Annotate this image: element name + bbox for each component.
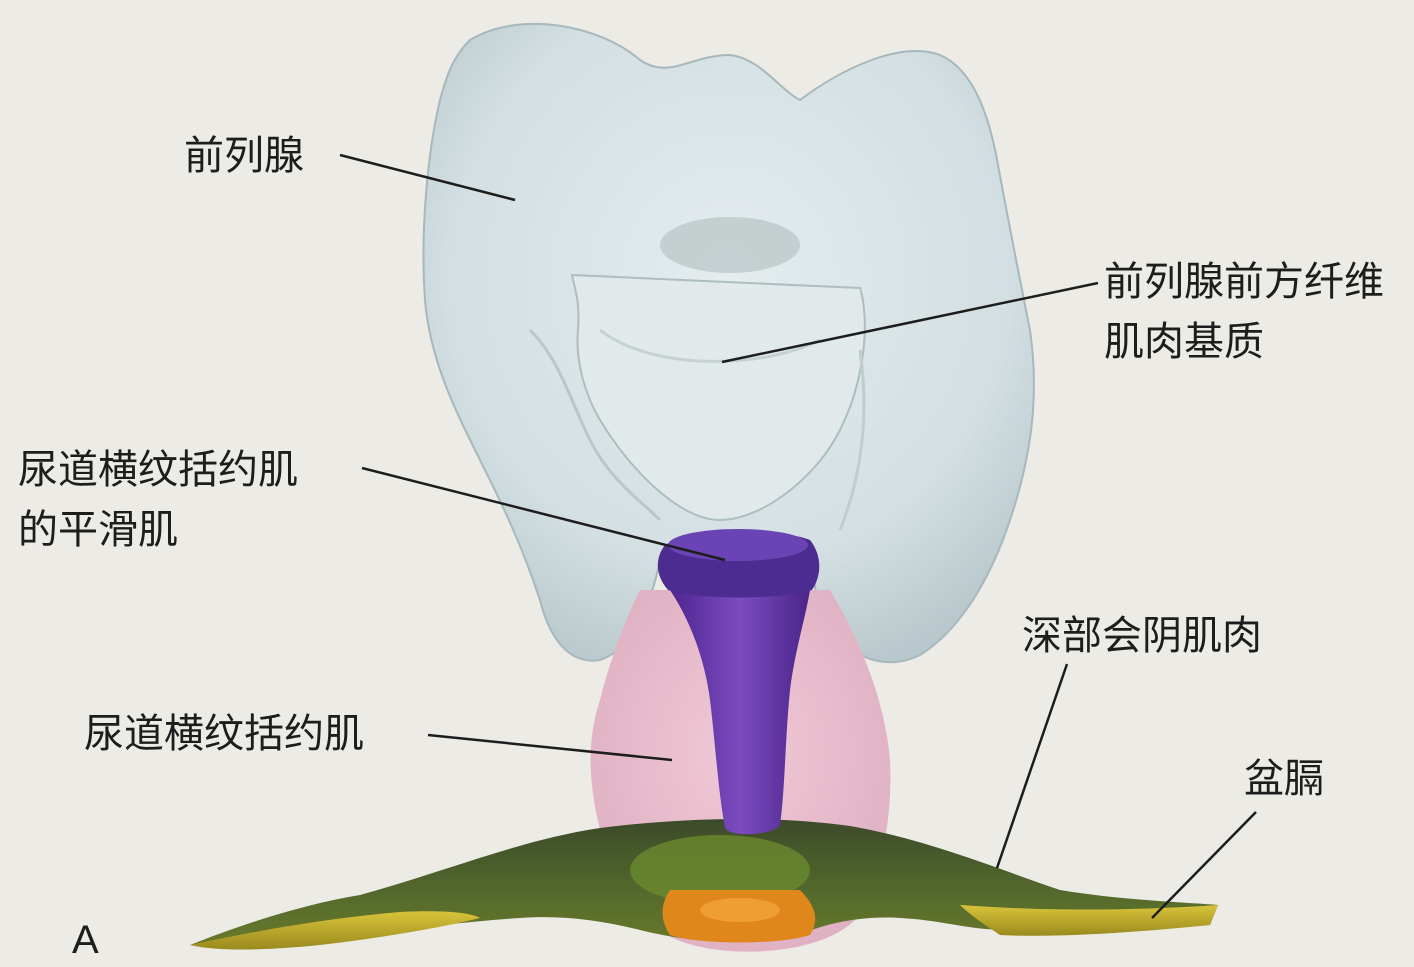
leader-deep-perineal <box>997 664 1067 868</box>
label-deep-perineal: 深部会阴肌肉 <box>1022 612 1262 660</box>
smooth-muscle-top <box>668 529 808 561</box>
label-prostate: 前列腺 <box>184 132 304 180</box>
label-stroma-line2: 肌肉基质 <box>1104 318 1264 366</box>
label-smooth-muscle-line2: 的平滑肌 <box>18 506 178 554</box>
leader-pelvic-diaphragm <box>1152 812 1256 918</box>
label-smooth-muscle-line1: 尿道横纹括约肌 <box>18 446 298 494</box>
orange-core-highlight <box>700 898 780 922</box>
label-rhabdosphincter: 尿道横纹括约肌 <box>84 710 364 758</box>
label-stroma-line1: 前列腺前方纤维 <box>1104 258 1384 306</box>
panel-letter: A <box>72 918 99 963</box>
prostate-notch-shadow <box>660 217 800 273</box>
pelvic-diaphragm-right <box>960 905 1218 936</box>
label-pelvic-diaphragm: 盆膈 <box>1244 755 1324 803</box>
